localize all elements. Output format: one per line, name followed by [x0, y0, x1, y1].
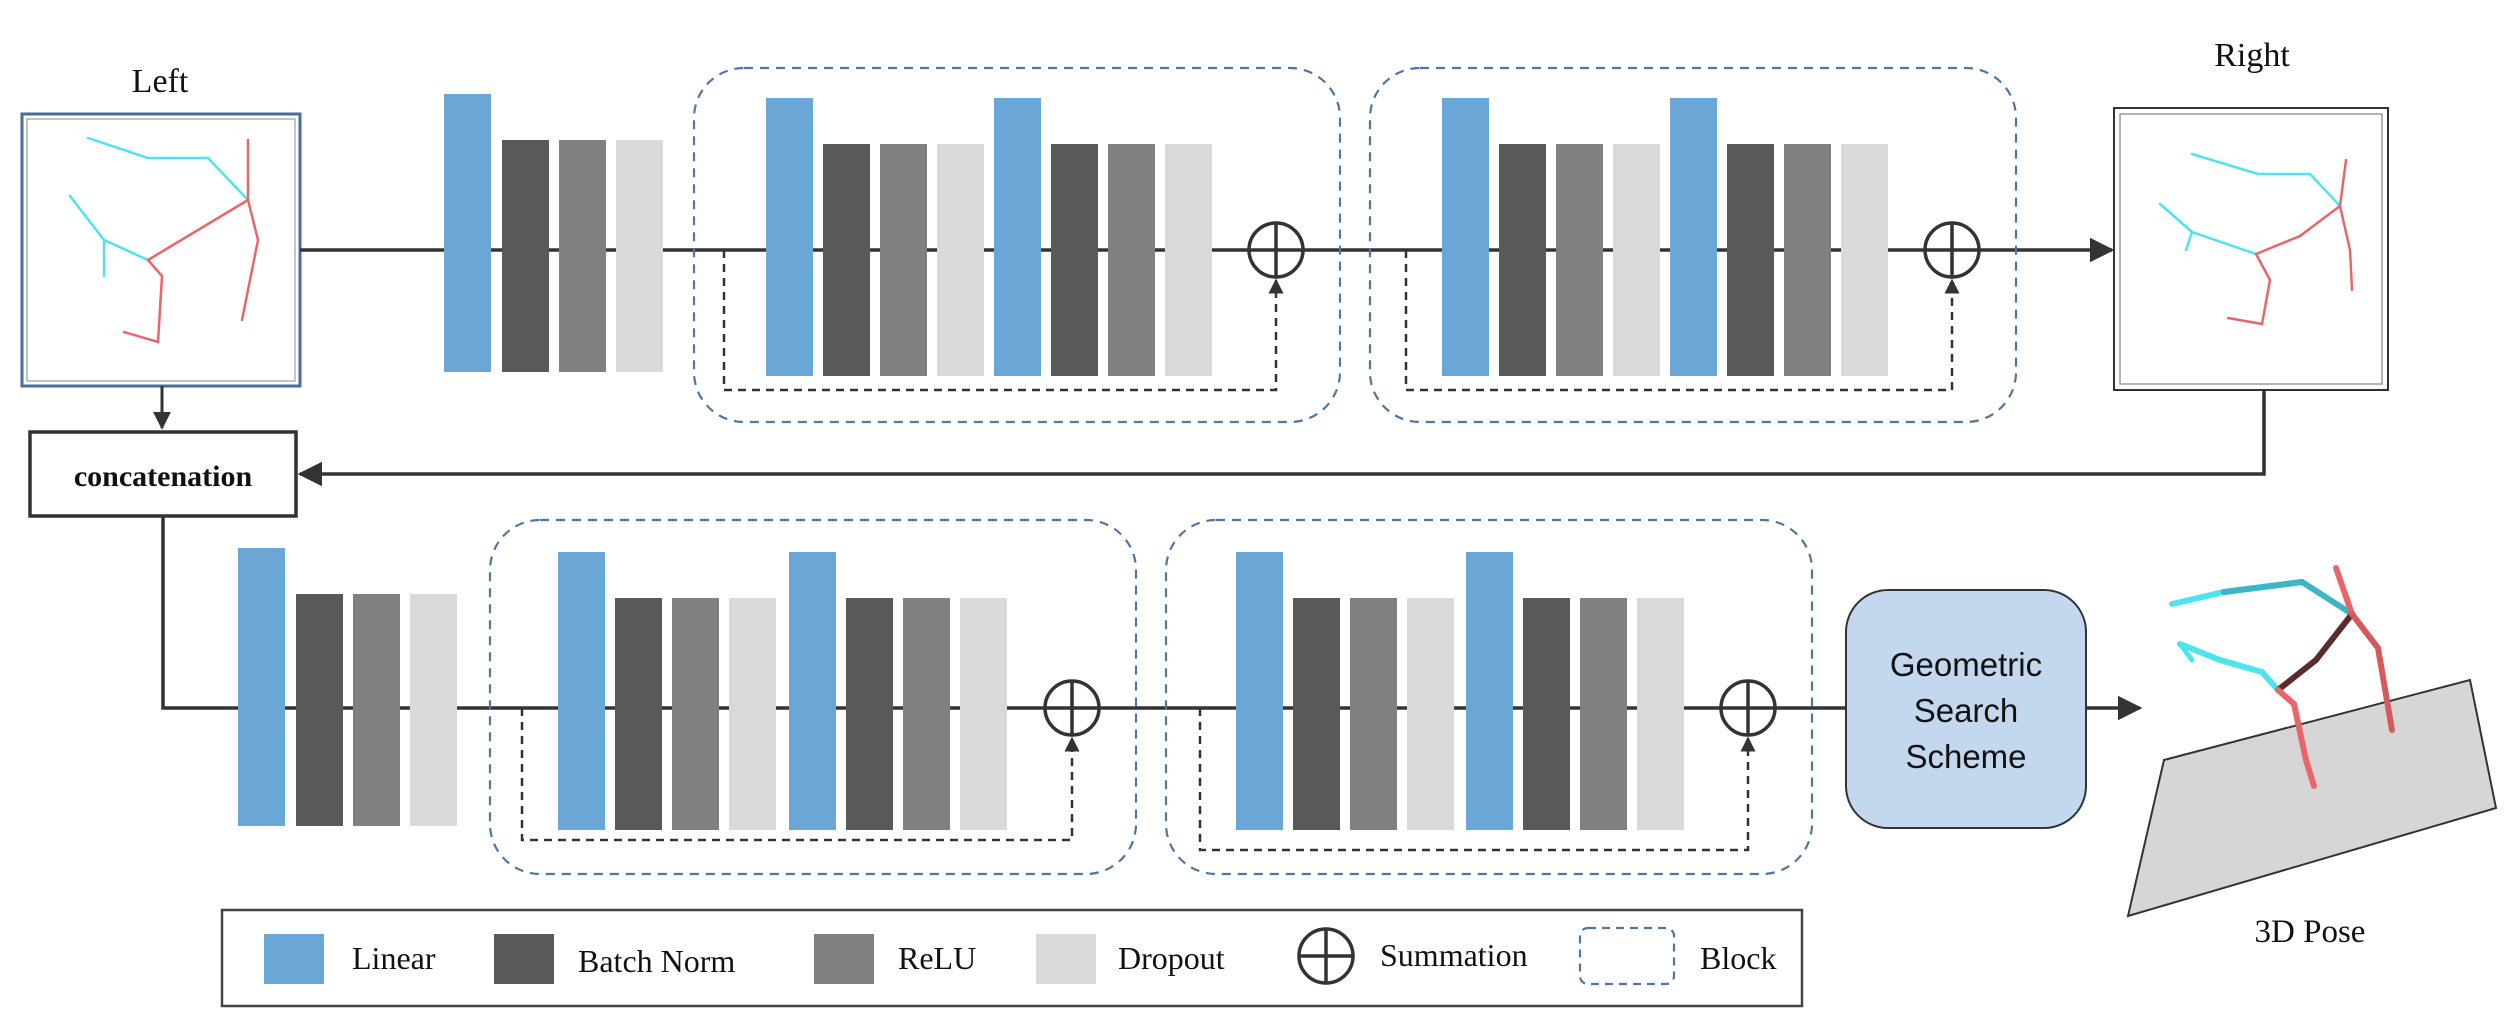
summation-icon	[1043, 679, 1101, 737]
top-residual-block-1	[692, 66, 1342, 424]
right-to-concat-arrow	[297, 390, 2266, 487]
summation-icon	[1719, 679, 1777, 737]
legend-item-summation: Summation	[1297, 927, 1528, 985]
svg-text:Scheme: Scheme	[1905, 738, 2026, 775]
top-input-layers	[444, 94, 663, 372]
legend-item-batchnorm: Batch Norm	[494, 934, 735, 984]
top-residual-block-2	[1368, 66, 2018, 424]
legend-item-linear: Linear	[264, 934, 436, 984]
right-view-label: Right	[2214, 37, 2290, 74]
linear-layer	[444, 94, 491, 372]
svg-text:Search: Search	[1914, 692, 2019, 729]
right-pose-image	[2113, 107, 2389, 391]
bottom-input-layers	[238, 548, 457, 826]
svg-text:ReLU: ReLU	[898, 940, 976, 976]
concatenation-box: concatenation	[28, 430, 298, 518]
concatenation-label: concatenation	[74, 460, 253, 493]
legend-item-dropout: Dropout	[1036, 934, 1225, 984]
svg-text:Block: Block	[1700, 940, 1776, 976]
relu-layer	[559, 140, 606, 372]
legend: Linear Batch Norm ReLU Dropout Summation…	[220, 908, 1804, 1008]
dropout-layer	[616, 140, 663, 372]
3d-pose-label: 3D Pose	[2255, 914, 2366, 950]
svg-text:Dropout: Dropout	[1118, 940, 1225, 976]
svg-text:Batch Norm: Batch Norm	[578, 943, 735, 979]
svg-text:Geometric: Geometric	[1890, 646, 2042, 683]
summation-icon	[1297, 927, 1355, 985]
bottom-pipeline-line	[161, 516, 1855, 710]
summation-icon	[1247, 221, 1305, 279]
dashed-block-icon	[1578, 926, 1676, 986]
bottom-residual-block-2	[1164, 518, 1814, 876]
left-pose-image	[20, 112, 302, 388]
batchnorm-layer	[502, 140, 549, 372]
3d-pose-figure	[2126, 565, 2498, 918]
left-view-label: Left	[132, 63, 189, 100]
legend-item-block: Block	[1578, 926, 1776, 986]
geometric-search-scheme-box: Geometric Search Scheme	[1845, 589, 2087, 829]
svg-text:Linear: Linear	[352, 940, 436, 976]
legend-item-relu: ReLU	[814, 934, 976, 984]
svg-text:Summation: Summation	[1380, 937, 1528, 973]
summation-icon	[1923, 221, 1981, 279]
bottom-residual-block-1	[488, 518, 1138, 876]
